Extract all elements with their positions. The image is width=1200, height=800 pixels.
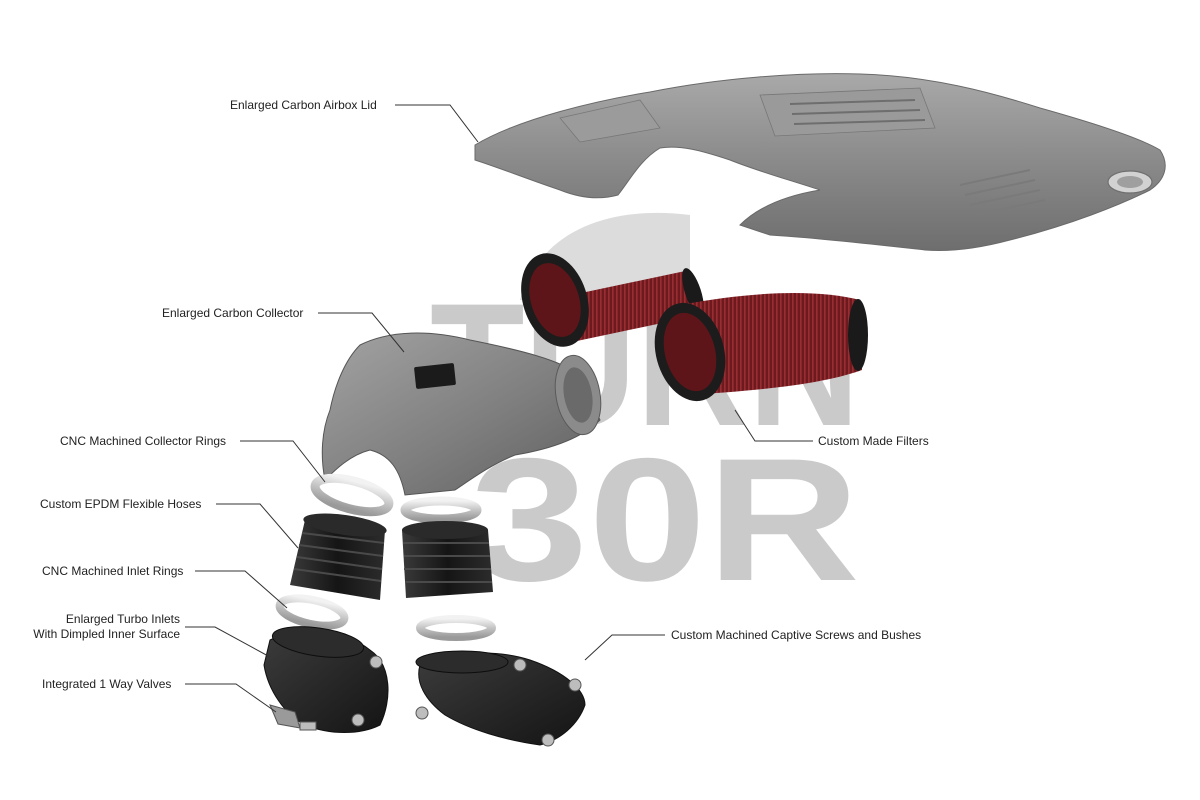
leader-collector-rings xyxy=(240,440,326,483)
label-turbo-inlets-line2: With Dimpled Inner Surface xyxy=(33,627,180,641)
flexible-hoses xyxy=(290,513,493,600)
airbox-lid xyxy=(474,73,1166,251)
leader-screws-bushes xyxy=(584,634,665,661)
label-turbo-inlets: Enlarged Turbo Inlets With Dimpled Inner… xyxy=(10,612,180,642)
leader-one-way-valves xyxy=(185,683,277,713)
hose-left xyxy=(290,513,387,600)
label-turbo-inlets-line1: Enlarged Turbo Inlets xyxy=(65,612,180,626)
label-airbox-lid: Enlarged Carbon Airbox Lid xyxy=(230,98,377,112)
filter-left xyxy=(521,253,704,347)
leader-lines xyxy=(185,104,813,713)
turbo-inlets xyxy=(263,626,586,747)
air-filters xyxy=(521,253,868,402)
label-screws-bushes: Custom Machined Captive Screws and Bushe… xyxy=(671,628,922,642)
hose-right xyxy=(402,521,493,598)
label-collector: Enlarged Carbon Collector xyxy=(162,306,304,320)
label-filters: Custom Made Filters xyxy=(818,434,929,448)
turbo-inlet-right xyxy=(415,650,586,747)
carbon-collector xyxy=(321,332,602,496)
collector-badge xyxy=(414,363,456,389)
leader-collector xyxy=(318,312,405,353)
label-flexible-hoses: Custom EPDM Flexible Hoses xyxy=(40,497,202,511)
collector-rings xyxy=(310,473,482,524)
inlet-rings xyxy=(275,594,496,641)
leader-turbo-inlets xyxy=(185,626,271,658)
turbo-inlet-left xyxy=(263,626,389,733)
leader-inlet-rings xyxy=(195,570,288,609)
label-collector-rings: CNC Machined Collector Rings xyxy=(60,434,227,448)
label-inlet-rings: CNC Machined Inlet Rings xyxy=(42,564,184,578)
leader-flexible-hoses xyxy=(216,503,299,549)
leader-airbox-lid xyxy=(395,104,479,143)
watermark-bottom-text: 30R xyxy=(470,423,860,618)
filter-right xyxy=(654,293,868,402)
label-one-way-valves: Integrated 1 Way Valves xyxy=(42,677,172,691)
leader-filters xyxy=(734,409,813,442)
